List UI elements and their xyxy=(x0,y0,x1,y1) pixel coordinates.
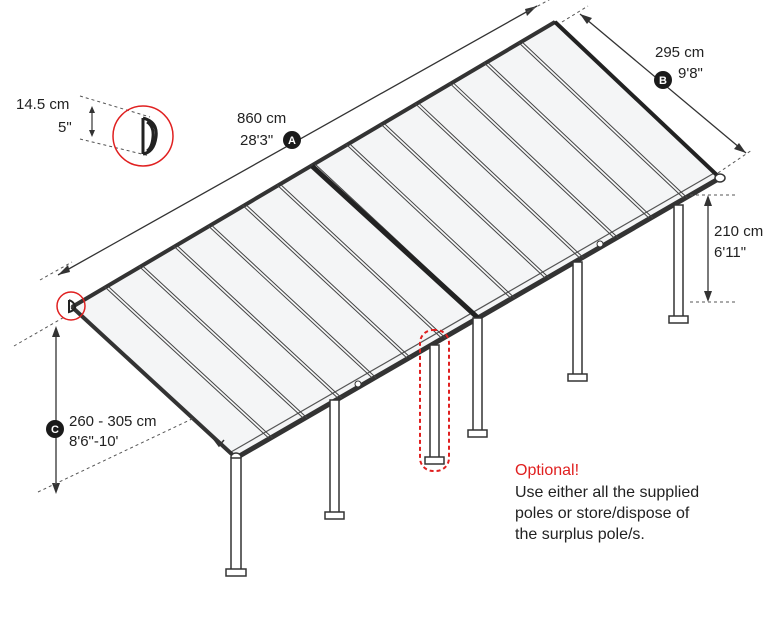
roof-rafter-line xyxy=(487,62,654,219)
roof-rafter-line xyxy=(522,41,688,199)
note-line-3: the surplus pole/s. xyxy=(515,526,645,543)
front-joint-cap-2 xyxy=(596,240,604,248)
length-metric: 860 cm xyxy=(237,110,286,127)
roof-rafter-line xyxy=(380,123,546,279)
roof-rafter-line xyxy=(173,245,339,399)
dimension-depth: 295 cm 9'8" B xyxy=(561,5,753,174)
wall-height-imperial: 8'6"-10' xyxy=(69,433,119,450)
roof-rafter-line xyxy=(345,143,511,299)
note-line-2: poles or store/dispose of xyxy=(515,505,690,522)
front-right-cap xyxy=(714,173,726,183)
post-2 xyxy=(324,399,345,520)
roof-rafter-line xyxy=(246,204,412,359)
roof-rafter-line xyxy=(104,286,269,439)
badge-a-icon xyxy=(283,131,301,149)
roof-rafter-line xyxy=(483,62,650,219)
corner-detail-circle xyxy=(56,291,86,321)
pergola-posts xyxy=(225,204,689,577)
roof-rafter-line xyxy=(384,123,550,279)
post-optional xyxy=(424,344,445,465)
roof-rafters xyxy=(104,41,688,439)
depth-metric: 295 cm xyxy=(655,44,704,61)
roof-rafter-line xyxy=(138,265,304,419)
optional-note: Optional! Use either all the supplied po… xyxy=(515,462,699,543)
roof-rafter-line xyxy=(276,184,442,339)
profile-metric: 14.5 cm xyxy=(16,96,69,113)
roof-rafter-line xyxy=(211,225,377,379)
front-joint-cap-1 xyxy=(354,380,362,388)
post-4 xyxy=(567,261,588,382)
length-imperial: 28'3" xyxy=(240,132,273,149)
depth-imperial: 9'8" xyxy=(678,65,703,82)
dimension-front-height: 210 cm 6'11" xyxy=(690,194,763,303)
roof-rafter-line xyxy=(177,245,343,399)
profile-imperial: 5" xyxy=(58,119,72,136)
left-side-rafter xyxy=(70,305,238,460)
corner-profile-icon xyxy=(68,299,77,314)
badge-c-icon xyxy=(46,420,64,438)
note-title: Optional! xyxy=(515,462,579,479)
roof-rafter-line xyxy=(418,103,585,259)
profile-detail: 14.5 cm 5" xyxy=(16,95,174,167)
dimension-wall-height: C 260 - 305 cm 8'6"-10' xyxy=(13,315,195,494)
roof-rafter-line xyxy=(349,143,515,299)
roof-rafter-line xyxy=(108,286,273,439)
roof-rafter-line xyxy=(449,82,615,239)
badge-a-letter: A xyxy=(288,135,296,147)
dimension-length: 860 cm 28'3" A xyxy=(39,0,550,281)
badge-b-letter: B xyxy=(659,75,667,87)
badge-b-icon xyxy=(654,71,672,89)
roof-rafter-line xyxy=(414,103,581,259)
post-5 xyxy=(668,204,689,324)
pergola-roof xyxy=(70,20,726,462)
middle-joint xyxy=(310,164,480,320)
corner-bracket xyxy=(212,437,225,448)
wall-height-metric: 260 - 305 cm xyxy=(69,413,157,430)
profile-magnifier-circle xyxy=(112,105,174,167)
front-height-imperial: 6'11" xyxy=(714,244,746,261)
roof-rafter-line xyxy=(453,82,619,239)
roof-rafter-line xyxy=(518,41,684,199)
optional-post-highlight xyxy=(419,329,450,472)
roof-rafter-line xyxy=(242,204,408,359)
right-side-rafter xyxy=(553,20,722,180)
post-3 xyxy=(467,317,488,438)
roof-rafter-line xyxy=(207,225,373,379)
front-height-metric: 210 cm xyxy=(714,223,763,240)
post-1 xyxy=(225,457,247,577)
note-line-1: Use either all the supplied xyxy=(515,484,699,501)
roof-rafter-line xyxy=(142,265,308,419)
badge-c-letter: C xyxy=(51,424,59,436)
profile-shape-icon xyxy=(141,116,158,156)
roof-rafter-line xyxy=(280,184,446,339)
